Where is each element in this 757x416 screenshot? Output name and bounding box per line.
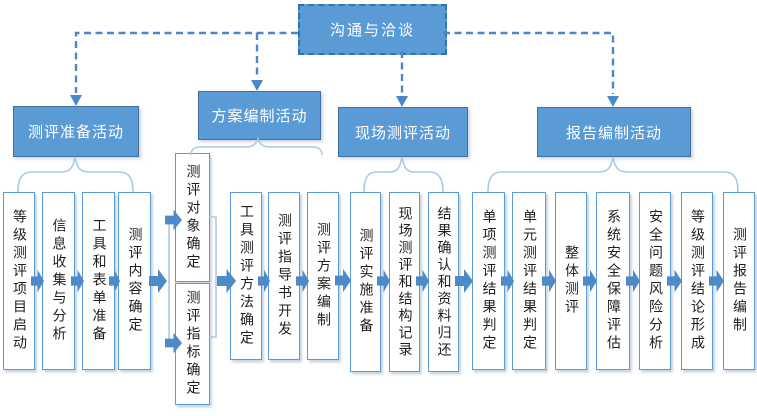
brace-phase-4	[487, 156, 739, 193]
phase-1-step-3: 工具和表单准备	[82, 192, 115, 370]
phase-1-header: 测评准备活动	[13, 106, 139, 157]
phase-2-stacked-step-1: 测评对象确定	[175, 153, 210, 282]
phase-2-stacked-step-2: 测评指标确定	[175, 283, 210, 405]
merge-bracket	[209, 216, 217, 338]
root-box-communication: 沟通与洽谈	[298, 4, 447, 55]
phase-4-step-1: 单项测评结果判定	[472, 192, 505, 370]
phase-1-step-4: 测评内容确定	[118, 192, 151, 370]
brace-phase-3	[363, 156, 444, 193]
flow-arrow	[149, 269, 167, 293]
phase-2-step-2: 测评指导书开发	[268, 192, 300, 360]
arrowhead-down-icon	[251, 80, 263, 91]
phase-2-header: 方案编制活动	[198, 91, 321, 140]
arrowhead-down-icon	[607, 96, 619, 107]
phase-4-step-3: 整体测评	[555, 192, 587, 370]
phase-3-step-2: 现场测评和结构记录	[389, 192, 420, 372]
phase-4-step-2: 单元测评结果判定	[512, 192, 546, 370]
phase-2-step-3: 测评方案编制	[307, 192, 339, 360]
phase-3-step-1: 测评实施准备	[350, 192, 381, 372]
dashed-connector-left	[74, 31, 298, 93]
brace-phase-2	[190, 136, 323, 156]
phase-4-step-5: 安全问题风险分析	[639, 192, 671, 370]
phase-1-step-2: 信息收集与分析	[42, 192, 75, 370]
arrowhead-down-icon	[70, 95, 82, 106]
phase-4-step-4: 系统安全保障评估	[596, 192, 630, 370]
brace-phase-1	[17, 156, 134, 193]
phase-4-header: 报告编制活动	[537, 107, 691, 157]
phase-3-header: 现场测评活动	[338, 107, 468, 157]
phase-4-step-7: 测评报告编制	[723, 192, 755, 370]
phase-3-step-3: 结果确认和资料归还	[428, 192, 459, 372]
phase-1-step-1: 等级测评项目启动	[3, 192, 35, 370]
arrowhead-down-icon	[396, 96, 408, 107]
dashed-connector-report	[443, 31, 615, 94]
phase-4-step-6: 等级测评结论形成	[681, 192, 713, 370]
phase-2-step-1: 工具测评方法确定	[230, 192, 262, 360]
